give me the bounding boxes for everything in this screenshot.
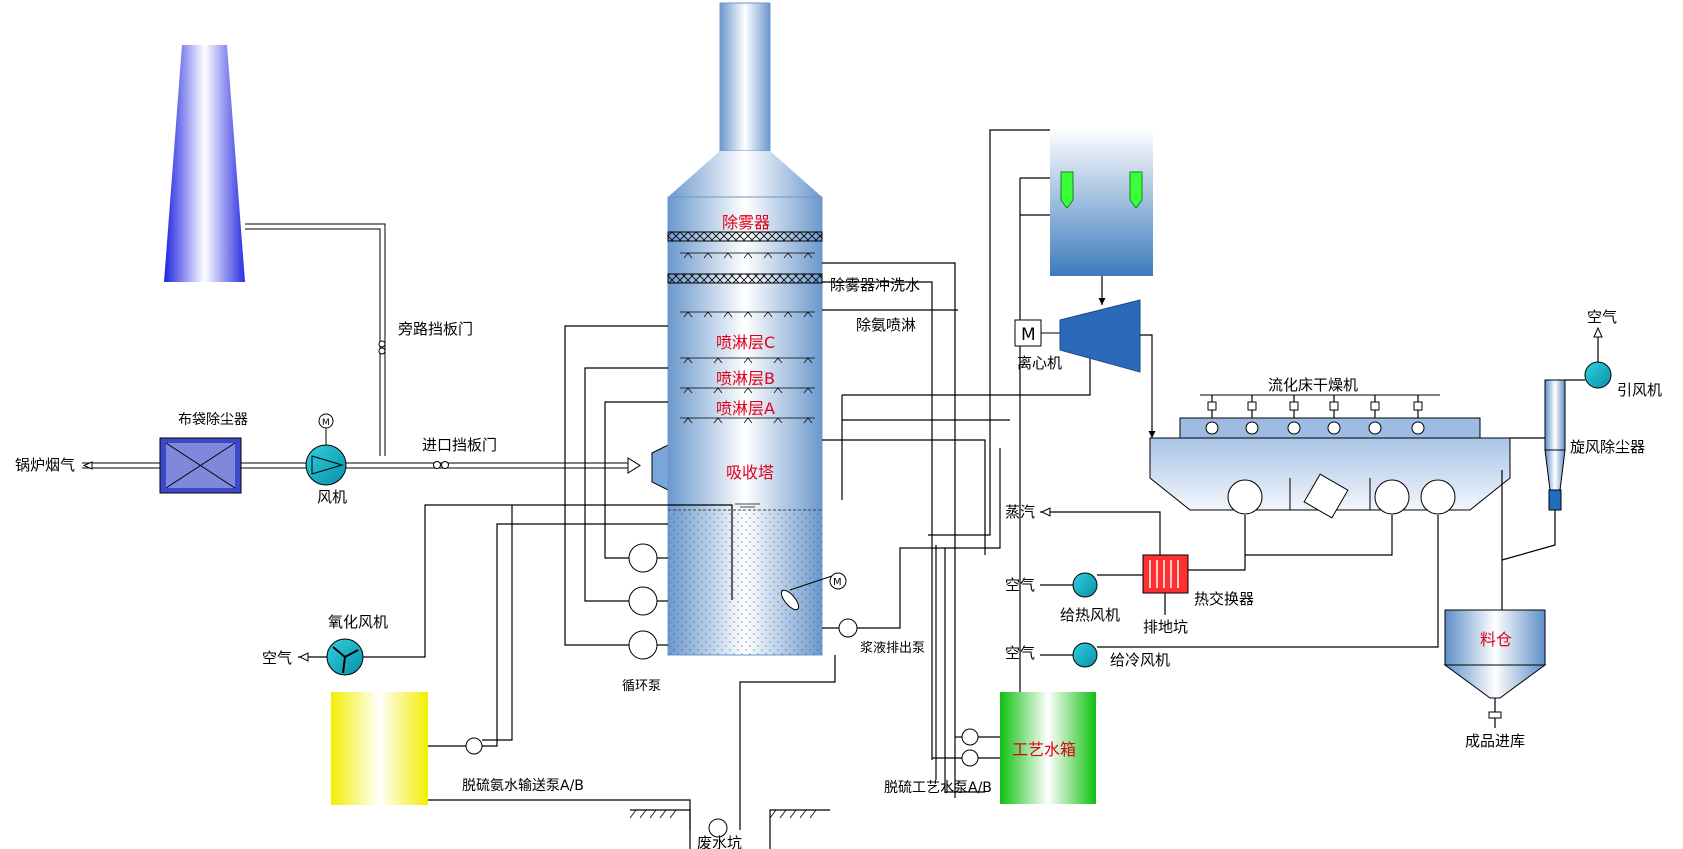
demister-layer-upper xyxy=(667,231,823,242)
hot-fan-label: 给热风机 xyxy=(1060,606,1120,624)
demister-layer-lower xyxy=(667,273,823,284)
circulation-pumps xyxy=(564,325,668,660)
absorber-label: 吸收塔 xyxy=(726,463,774,482)
tank-nozzle-left xyxy=(1060,171,1074,209)
dryer-dampers xyxy=(1207,395,1423,418)
spray-layer-c-label: 喷淋层C xyxy=(716,333,775,352)
waste-pit xyxy=(629,809,830,849)
cyclone xyxy=(1510,379,1566,511)
heat-exchanger-label: 热交换器 xyxy=(1194,590,1254,608)
product-storage-label: 成品进库 xyxy=(1465,732,1525,750)
demister-wash-label: 除雾器冲洗水 xyxy=(830,276,920,294)
fluid-bed-dryer-label: 流化床干燥机 xyxy=(1268,376,1358,394)
tower-slurry xyxy=(668,510,822,655)
spray-layer-b-label: 喷淋层B xyxy=(716,369,775,388)
boiler-flue-gas-label: 锅炉烟气 xyxy=(15,456,75,474)
inlet-arrow xyxy=(627,457,641,474)
oxidation-fan xyxy=(298,504,733,676)
spray-layer-a-label: 喷淋层A xyxy=(716,399,775,418)
bypass-damper-label: 旁路挡板门 xyxy=(398,320,473,338)
flue-gas-duct xyxy=(82,461,632,470)
air-3-label: 空气 xyxy=(1005,644,1035,662)
centrifuge-label: 离心机 xyxy=(1017,354,1062,372)
hot-air-fan xyxy=(1040,572,1143,598)
product-silo xyxy=(1443,609,1547,728)
drain-pit-label: 排地坑 xyxy=(1143,618,1188,636)
bag-filter-label: 布袋除尘器 xyxy=(178,412,248,428)
spray-nozzles xyxy=(680,252,815,419)
agitator: M xyxy=(780,572,847,611)
slurry-pump xyxy=(822,448,1001,638)
deammonia-spray-label: 除氨喷淋 xyxy=(856,316,916,334)
tower-cone xyxy=(668,151,822,197)
ammonia-pump-label: 脱硫氨水输送泵A/B xyxy=(462,778,584,794)
oxidation-fan-label: 氧化风机 xyxy=(328,613,388,631)
centrifuge: M xyxy=(1014,299,1141,373)
spray-marks xyxy=(683,252,813,424)
process-water-tank xyxy=(1000,692,1096,804)
process-water-tank-label: 工艺水箱 xyxy=(1012,740,1076,759)
silo-label: 料仓 xyxy=(1480,630,1512,649)
cold-air-fan xyxy=(1040,515,1439,668)
process-pump-label: 脱硫工艺水泵A/B xyxy=(884,780,992,796)
agitator-motor-m-label: M xyxy=(833,577,842,588)
tower-right-pipes xyxy=(822,129,1091,798)
air-1-label: 空气 xyxy=(262,649,292,667)
chimney xyxy=(164,45,245,282)
centrifuge-motor-m-label: M xyxy=(1021,325,1036,345)
steam-label: 蒸汽 xyxy=(1005,503,1035,521)
tank-nozzle-right xyxy=(1129,171,1143,209)
cold-fan-label: 给冷风机 xyxy=(1110,651,1170,669)
fan-label: 风机 xyxy=(317,488,347,506)
inlet-damper-icon xyxy=(433,461,449,469)
bypass-duct xyxy=(245,223,386,456)
main-fan: M xyxy=(305,413,347,486)
inlet-damper-label: 进口挡板门 xyxy=(422,436,497,454)
bypass-damper-icon xyxy=(378,340,386,355)
tower-stack xyxy=(719,2,771,152)
circulation-pump-label: 循环泵 xyxy=(622,679,661,694)
heat-exchanger xyxy=(1142,554,1189,594)
waste-pit-label: 废水坑 xyxy=(697,834,742,849)
slurry-pump-label: 浆液排出泵 xyxy=(860,641,925,656)
fan-motor-m-label: M xyxy=(322,418,330,428)
induced-fan-label: 引风机 xyxy=(1617,381,1662,399)
tower-inlet xyxy=(651,444,669,491)
air-4-label: 空气 xyxy=(1587,308,1617,326)
induced-fan xyxy=(1565,326,1612,389)
cyclone-label: 旋风除尘器 xyxy=(1570,438,1645,456)
air-2-label: 空气 xyxy=(1005,576,1035,594)
process-water-pumps xyxy=(932,728,1000,767)
bag-filter xyxy=(159,437,242,494)
fluid-bed-dryer xyxy=(1149,417,1511,519)
ammonia-tank xyxy=(331,692,428,805)
demister-label: 除雾器 xyxy=(722,213,770,232)
